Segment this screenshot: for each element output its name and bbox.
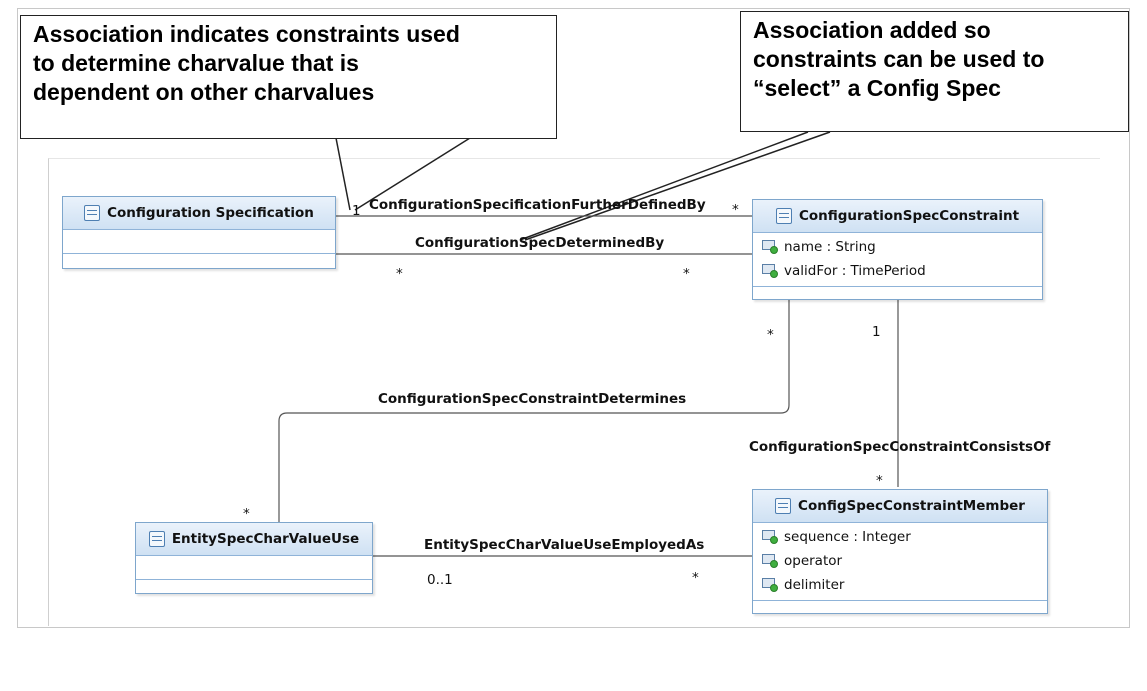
operation-compartment [63,254,335,268]
class-entity-spec-char-value-use[interactable]: EntitySpecCharValueUse [135,522,373,594]
attribute-label: validFor : TimePeriod [784,263,926,279]
class-configuration-specification[interactable]: Configuration Specification [62,196,336,269]
mult-employed-as-source: 0..1 [427,572,453,588]
callout-pointer-left [354,137,471,211]
attribute-row[interactable]: delimiter [753,573,1047,597]
operation-compartment [136,580,372,594]
attribute-label: name : String [784,239,876,255]
attribute-icon [762,578,778,592]
class-header: ConfigSpecConstraintMember [753,490,1047,523]
diagram-canvas [48,158,1100,626]
class-header: Configuration Specification [63,197,335,230]
attribute-row[interactable]: operator [753,549,1047,573]
mult-further-defined-by-source: 1 [352,203,361,219]
operation-compartment [753,287,1042,301]
attribute-icon [762,554,778,568]
attribute-icon [762,530,778,544]
attribute-icon [762,240,778,254]
class-icon [148,531,165,547]
callout-dependency-note: Association indicates constraints used t… [20,15,557,139]
attribute-compartment: name : String validFor : TimePeriod [753,233,1042,287]
class-icon [775,208,792,224]
mult-determined-by-target: * [683,266,690,282]
attribute-label: delimiter [784,577,845,593]
class-configuration-spec-constraint[interactable]: ConfigurationSpecConstraint name : Strin… [752,199,1043,300]
mult-consists-of-target: * [876,473,883,489]
mult-constraint-determines-source: * [767,327,774,343]
mult-determined-by-source: * [396,266,403,282]
mult-employed-as-target: * [692,570,699,586]
mult-further-defined-by-target: * [732,202,739,218]
class-name: Configuration Specification [107,205,314,221]
class-name: ConfigSpecConstraintMember [798,498,1025,514]
attribute-row[interactable]: name : String [753,235,1042,259]
callout-pointer-right [519,131,809,241]
class-config-spec-constraint-member[interactable]: ConfigSpecConstraintMember sequence : In… [752,489,1048,614]
class-header: EntitySpecCharValueUse [136,523,372,556]
mult-constraint-determines-target: * [243,506,250,522]
operation-compartment [753,601,1047,615]
attribute-row[interactable]: validFor : TimePeriod [753,259,1042,283]
mult-consists-of-source: 1 [872,324,881,340]
callout-pointer-left [335,137,351,211]
attribute-icon [762,264,778,278]
assoc-employed-as-label[interactable]: EntitySpecCharValueUseEmployedAs [424,537,705,553]
assoc-determined-by-label[interactable]: ConfigurationSpecDeterminedBy [415,235,665,251]
class-icon [775,498,792,514]
class-name: EntitySpecCharValueUse [171,531,360,547]
assoc-constraint-determines-line [278,300,790,522]
assoc-consists-of-label[interactable]: ConfigurationSpecConstraintConsistsOf [749,439,1051,455]
class-header: ConfigurationSpecConstraint [753,200,1042,233]
attribute-label: sequence : Integer [784,529,911,545]
attribute-compartment [136,556,372,580]
class-icon [84,205,101,221]
attribute-row[interactable]: sequence : Integer [753,525,1047,549]
callout-select-config-note: Association added so constraints can be … [740,11,1129,132]
attribute-compartment [63,230,335,254]
callout-pointer-right [524,131,831,241]
attribute-label: operator [784,553,843,569]
assoc-constraint-determines-label[interactable]: ConfigurationSpecConstraintDetermines [378,391,687,407]
attribute-compartment: sequence : Integer operator delimiter [753,523,1047,601]
diagram-frame [17,8,1130,628]
assoc-further-defined-by-label[interactable]: ConfigurationSpecificationFurtherDefined… [369,197,706,213]
class-name: ConfigurationSpecConstraint [798,208,1020,224]
